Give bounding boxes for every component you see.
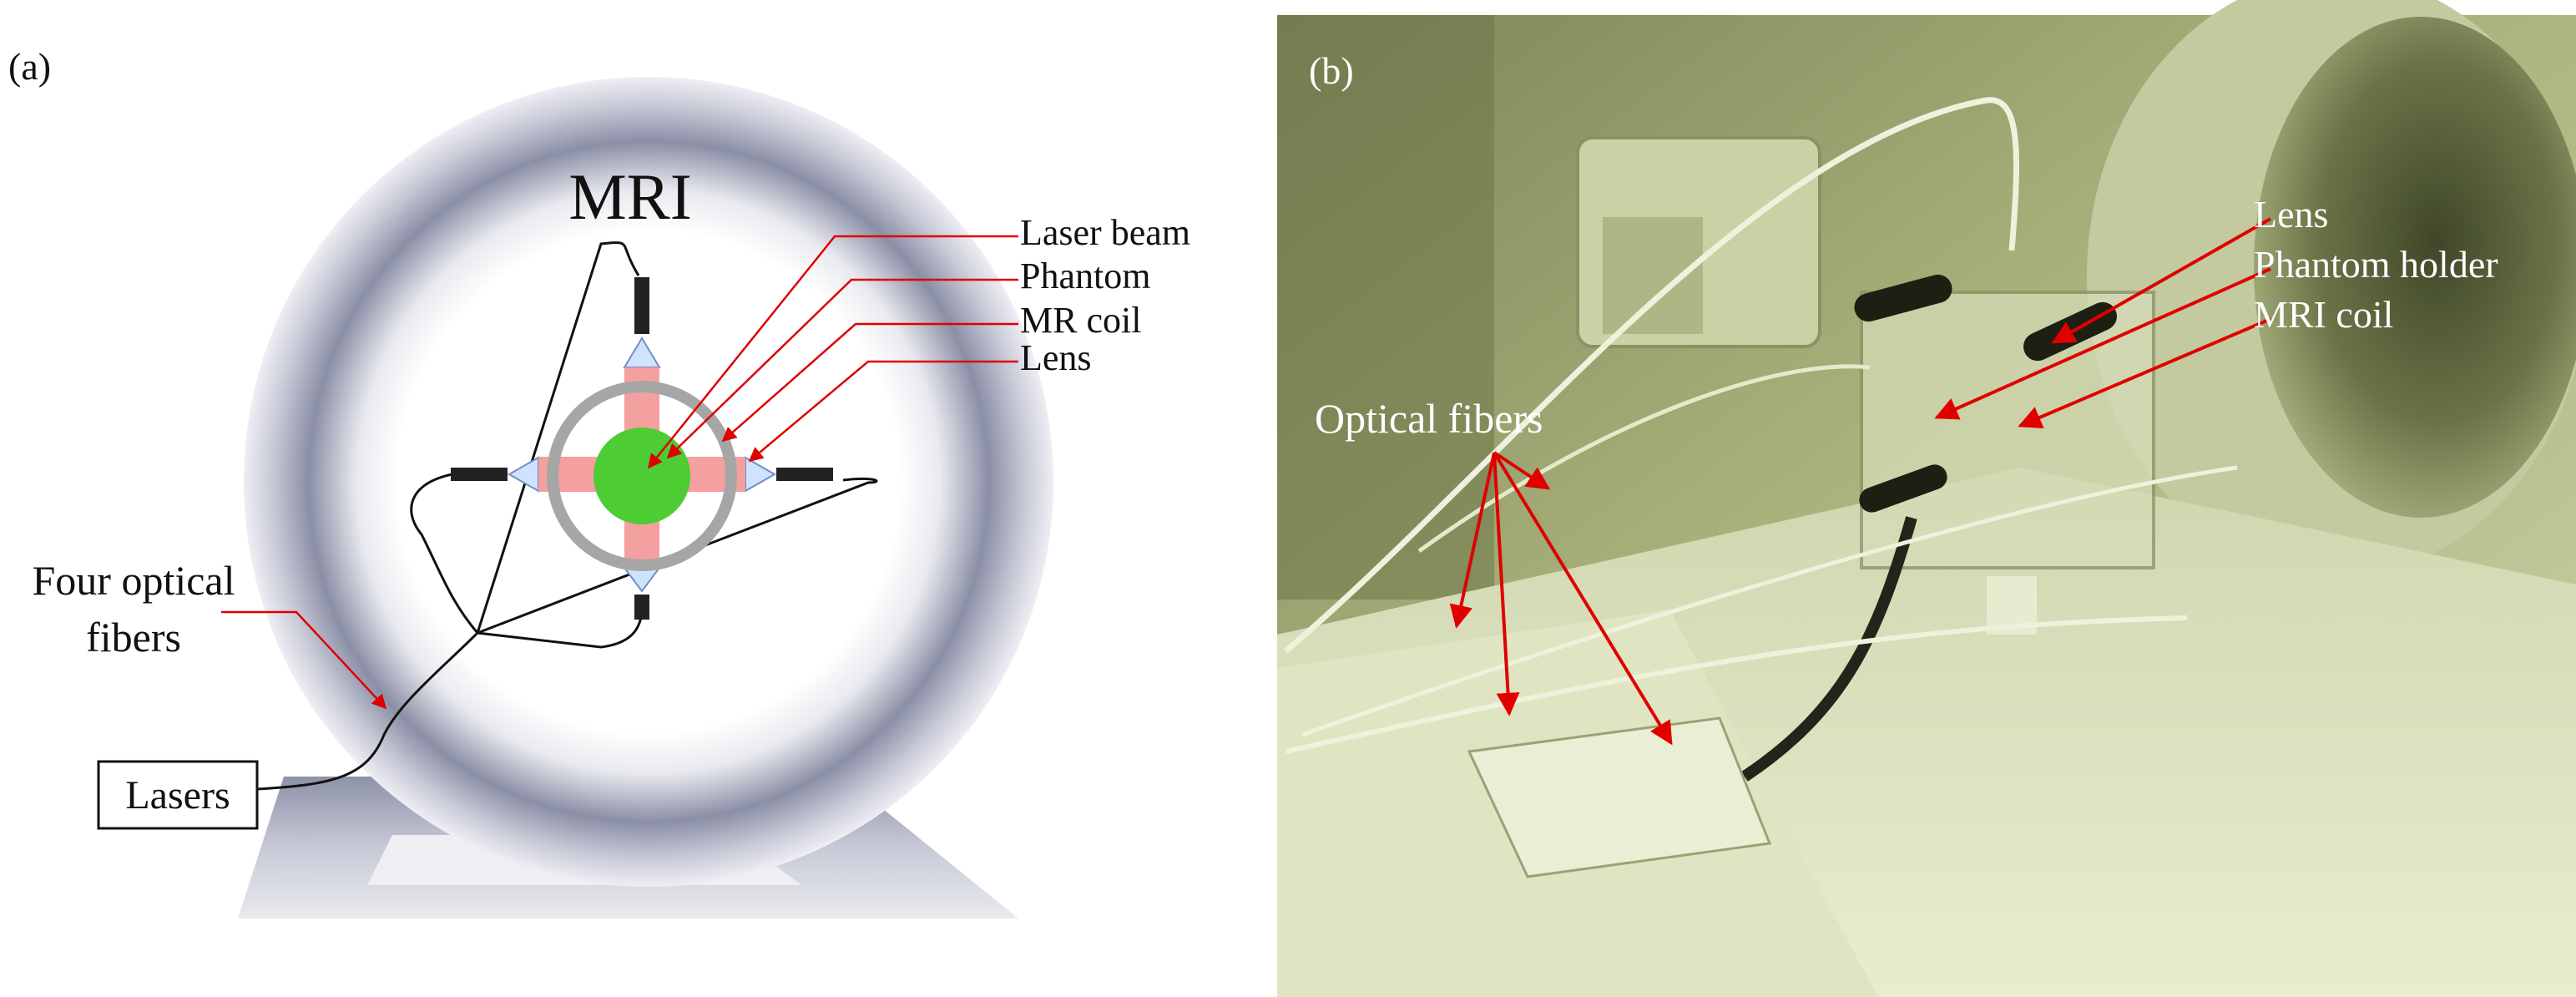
- lasers-box: [97, 760, 259, 830]
- leader-mri-coil: [2018, 317, 2271, 428]
- white-fiber-3: [1301, 465, 2238, 737]
- phantom: [593, 428, 690, 524]
- leader-lens: [748, 360, 1018, 463]
- leader-fiber-1: [1493, 451, 1551, 490]
- panel-b-photo: (b) Lens Phantom holder MRI coil Optical…: [1277, 0, 2576, 997]
- leader-fibers: [221, 610, 387, 710]
- callout-lens-b: Lens: [2254, 193, 2328, 235]
- optical-fibers-label: Optical fibers: [1315, 395, 1543, 442]
- fiber-connectors: [451, 277, 833, 620]
- connector-left: [451, 468, 508, 481]
- white-fiber-1: [1283, 97, 2020, 654]
- fiber-top: [476, 241, 640, 634]
- fiber-right: [477, 477, 878, 635]
- white-fiber-4: [1417, 364, 1871, 554]
- connector-bottom: [634, 595, 649, 620]
- fibers-label-line1: Four optical: [32, 557, 235, 604]
- panel-a-diagram: (a) MRI: [8, 45, 1190, 919]
- lens-cylinder-3: [1859, 464, 1947, 513]
- wall-panel-outlet: [1603, 217, 1703, 334]
- leader-fiber-3: [1493, 452, 1520, 716]
- leader-lens-b: [2051, 217, 2271, 344]
- photo-cables: [1283, 97, 2238, 803]
- lens-cylinder-1: [1854, 274, 1952, 322]
- connector-block: [1467, 716, 1772, 878]
- black-cable: [1741, 516, 1917, 782]
- fibers-label-line2: fibers: [86, 614, 181, 660]
- photo-left-wall: [1277, 15, 1494, 600]
- callout-leaders-a: [221, 235, 1018, 710]
- leader-laser-beam: [647, 235, 1018, 469]
- leader-fiber-4: [1493, 451, 1673, 746]
- callout-phantom-holder: Phantom holder: [2254, 243, 2498, 286]
- lasers-label: Lasers: [125, 773, 230, 817]
- scanner-bore: [2254, 17, 2576, 518]
- mri-title: MRI: [568, 160, 691, 233]
- mr-coil: [547, 381, 737, 571]
- panel-b-label: (b): [1309, 49, 1354, 92]
- callout-mr-coil: MR coil: [1020, 300, 1141, 341]
- callout-phantom: Phantom: [1020, 256, 1150, 296]
- leader-phantom-holder: [1934, 267, 2271, 420]
- fiber-left: [410, 470, 479, 634]
- white-fiber-2: [1285, 615, 2188, 754]
- callout-laser-beam: Laser beam: [1020, 212, 1190, 253]
- fiber-bundle: [256, 631, 479, 791]
- leader-mr-coil: [721, 322, 1018, 443]
- panel-a-label: (a): [8, 45, 51, 88]
- callout-mri-coil: MRI coil: [2254, 293, 2393, 336]
- leader-fiber-2: [1449, 452, 1496, 629]
- leader-phantom: [666, 278, 1018, 459]
- connector-top: [634, 277, 649, 334]
- callout-lens: Lens: [1020, 337, 1092, 378]
- connector-right: [776, 468, 833, 481]
- callout-leaders-b: [1449, 217, 2271, 746]
